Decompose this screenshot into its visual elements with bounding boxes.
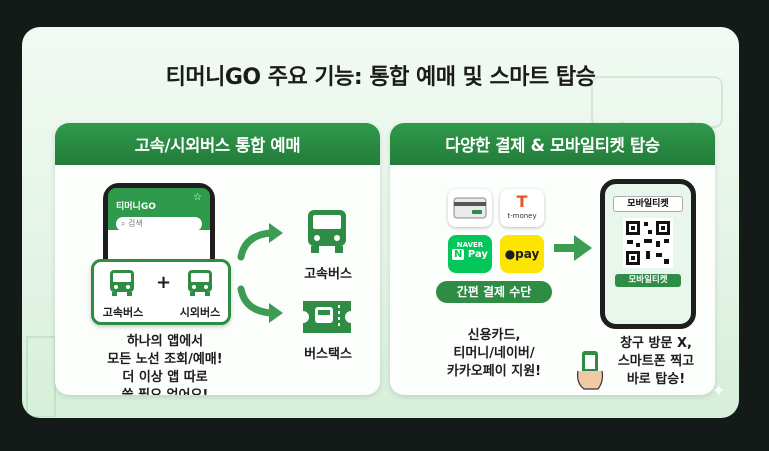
phone-mockup: 티머니GO ☆ ⌕ 검색 — [103, 183, 215, 323]
qr-code-icon — [623, 218, 673, 268]
intercity-bus-icon — [188, 270, 212, 296]
desc-line: 쓸 필요 없어요! — [85, 387, 245, 395]
desc-line: 모든 노선 조회/예매! — [107, 352, 223, 367]
boarding-description: 창구 방문 X, 스마트폰 찍고 바로 탑승! — [604, 335, 708, 389]
arrow-up-right-icon — [237, 223, 283, 261]
desc-line: 신용카드, — [467, 328, 521, 343]
search-input[interactable]: ⌕ 검색 — [116, 217, 202, 231]
bus-ticket-icon — [303, 301, 351, 333]
express-bus-label: 고속버스 — [102, 306, 144, 319]
desc-line: 창구 방문 X, — [620, 336, 692, 351]
naver-label: NAVER — [456, 241, 484, 249]
desc-line: 더 이상 앱 따로 — [122, 370, 208, 385]
star-icon: ☆ — [193, 192, 202, 203]
credit-card-icon — [453, 197, 487, 219]
arrow-down-right-icon — [237, 285, 283, 323]
sparkle-icon: ✦ — [712, 381, 726, 400]
speech-bubble-icon: ● — [504, 247, 516, 261]
express-bus-result-icon — [308, 210, 346, 253]
desc-line: 바로 탑승! — [626, 372, 686, 387]
desc-line: 카카오페이 지원! — [446, 364, 542, 379]
naver-n-icon: N — [452, 249, 465, 260]
kakao-pay-tile: ●pay — [500, 235, 544, 273]
credit-card-tile — [448, 189, 492, 227]
naver-pay-tile: NAVER N Pay — [448, 235, 492, 273]
app-name: 티머니GO — [116, 202, 156, 212]
ticket-phone-mockup: 모바일티켓 모바일티켓 — [600, 179, 696, 329]
ticket-label-top: 모바일티켓 — [613, 196, 683, 212]
search-icon: ⌕ — [121, 219, 126, 228]
tmoney-logo-icon: T — [516, 192, 528, 211]
desc-line: 스마트폰 찍고 — [617, 354, 695, 369]
panel-header: 고속/시외버스 통합 예매 — [55, 123, 380, 165]
tmoney-label: t-money — [507, 212, 537, 220]
express-bus-icon — [110, 270, 134, 296]
ticket-label-bottom: 모바일티켓 — [615, 274, 681, 287]
page-title: 티머니GO 주요 기능: 통합 예매 및 스마트 탑승 — [165, 65, 596, 90]
integrated-booking-panel: 고속/시외버스 통합 예매 티머니GO ☆ ⌕ 검색 + — [55, 123, 380, 395]
payment-description: 신용카드, 티머니/네이버/ 카카오페이 지원! — [416, 327, 572, 381]
desc-line: 티머니/네이버/ — [453, 346, 535, 361]
intercity-bus-label: 시외버스 — [179, 306, 221, 319]
hand-phone-scan-icon — [577, 351, 604, 390]
naver-pay-label: Pay — [467, 249, 488, 260]
bus-type-card: + 고속버스 시외버스 — [91, 259, 231, 325]
bus-ticket-label: 버스택스 — [304, 347, 352, 362]
booking-description: 하나의 앱에서 모든 노선 조회/예매! 더 이상 앱 따로 쓸 필요 없어요! — [85, 333, 245, 395]
kakao-pay-label: pay — [515, 247, 540, 261]
express-bus-result-label: 고속버스 — [304, 267, 352, 282]
panel-header: 다양한 결제 & 모바일티켓 탑승 — [390, 123, 715, 165]
arrow-right-icon — [554, 235, 592, 261]
infographic-frame: 티머니GO 주요 기능: 통합 예매 및 스마트 탑승 고속/시외버스 통합 예… — [22, 27, 739, 418]
pay-methods-badge: 간편 결제 수단 — [436, 281, 552, 303]
payment-ticket-panel: 다양한 결제 & 모바일티켓 탑승 T t-money NAVER N Pay … — [390, 123, 715, 395]
search-placeholder: 검색 — [128, 219, 143, 228]
desc-line: 하나의 앱에서 — [126, 334, 204, 349]
plus-sign: + — [156, 272, 172, 293]
tmoney-tile: T t-money — [500, 189, 544, 227]
